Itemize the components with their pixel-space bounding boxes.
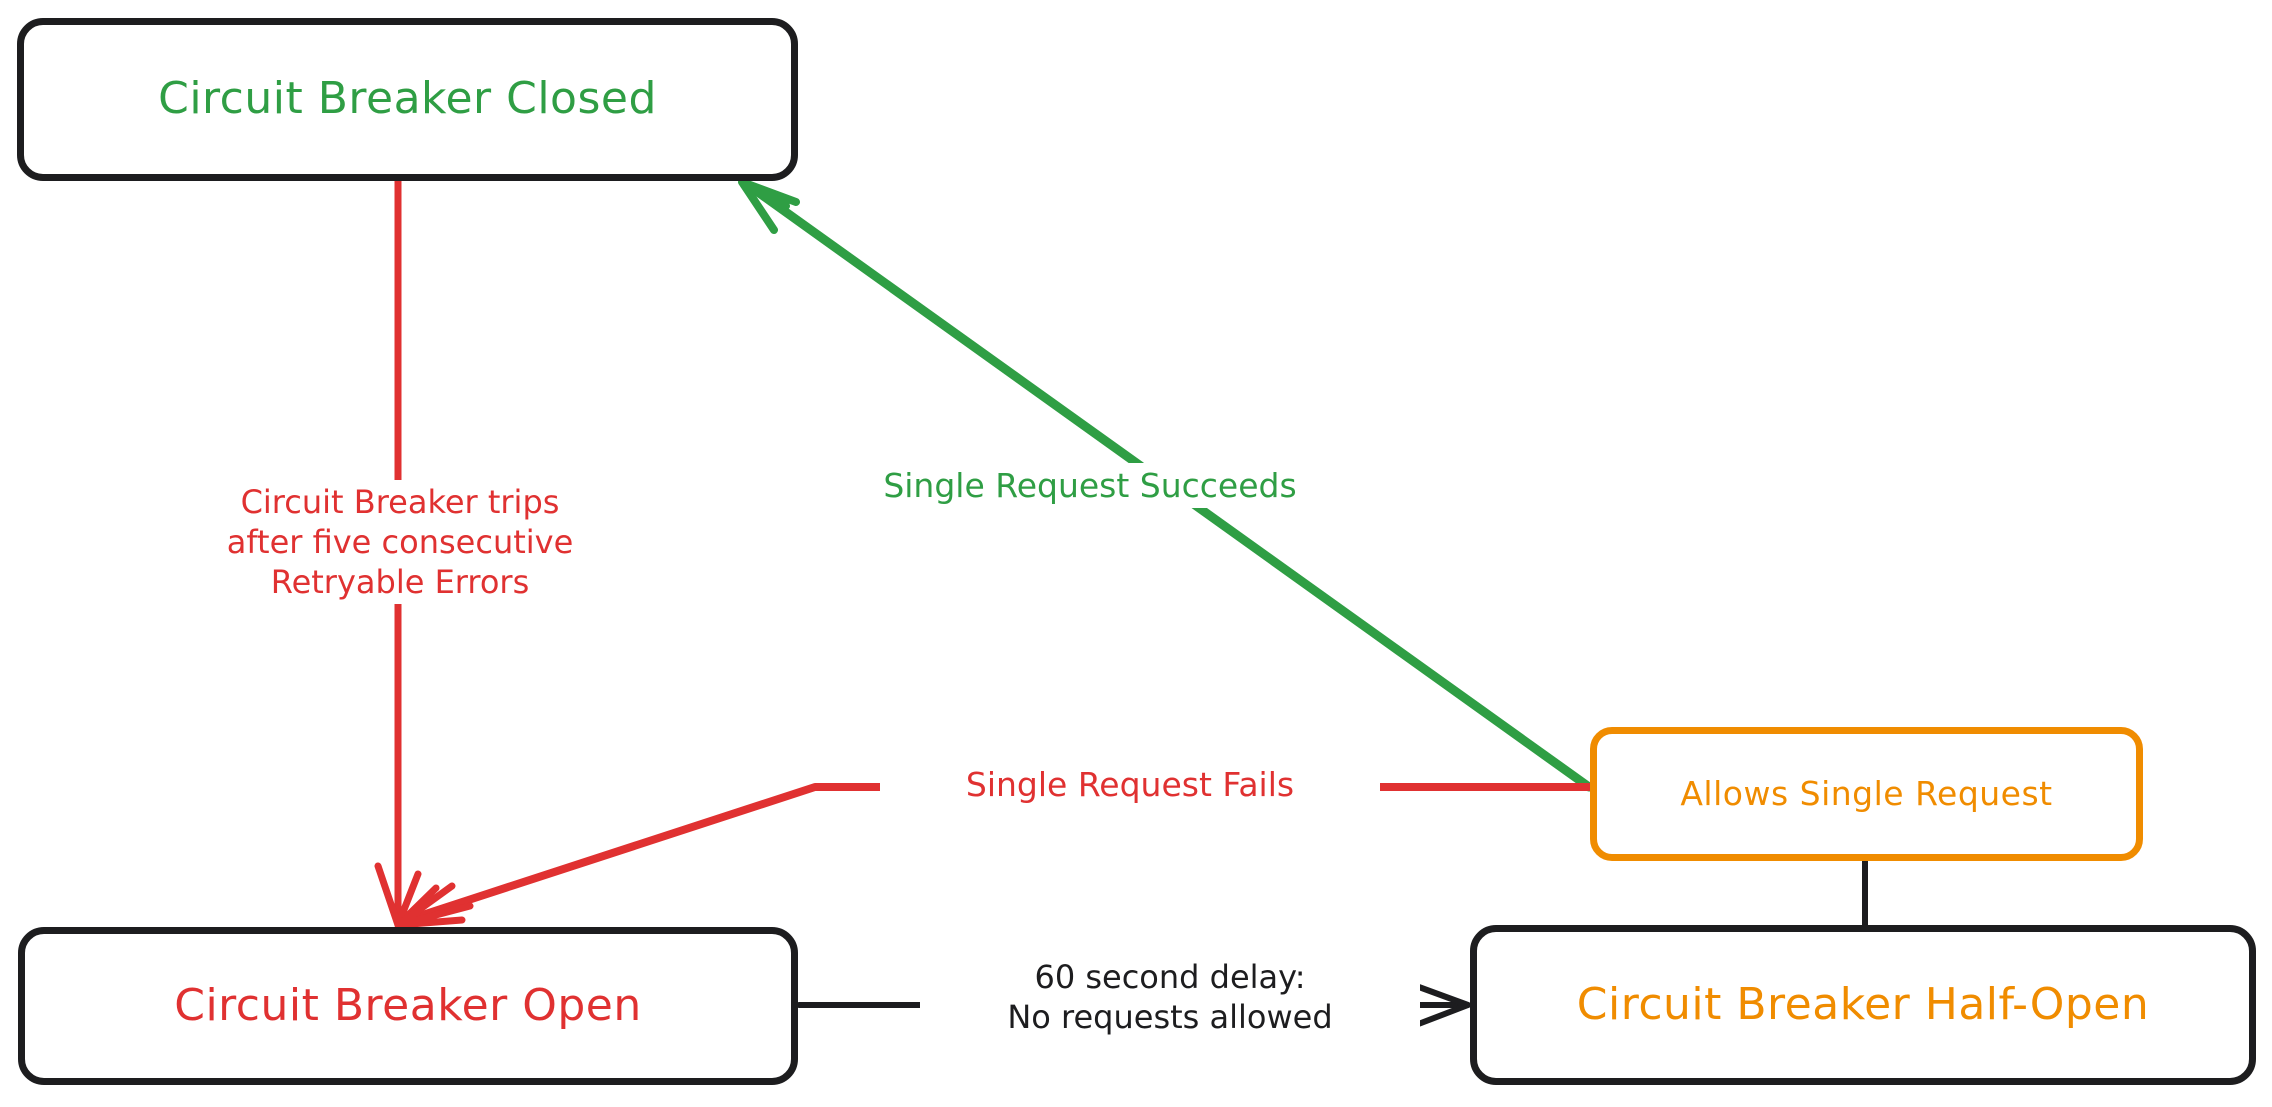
node-allows-label: Allows Single Request <box>1680 773 2053 813</box>
node-open-label: Circuit Breaker Open <box>174 979 642 1031</box>
edge-allows-to-open <box>394 783 1593 929</box>
node-closed-label: Circuit Breaker Closed <box>158 73 657 125</box>
node-circuit-breaker-open[interactable]: Circuit Breaker Open <box>18 927 798 1085</box>
node-half-open-label: Circuit Breaker Half-Open <box>1576 978 2150 1030</box>
edge-label-allows-to-open: Single Request Fails <box>880 762 1380 808</box>
node-allows-single-request[interactable]: Allows Single Request <box>1590 727 2143 861</box>
node-circuit-breaker-closed[interactable]: Circuit Breaker Closed <box>17 18 798 181</box>
edge-label-closed-to-open: Circuit Breaker trips after five consecu… <box>150 480 650 604</box>
node-circuit-breaker-half-open[interactable]: Circuit Breaker Half-Open <box>1470 925 2256 1085</box>
edge-label-allows-to-closed: Single Request Succeeds <box>810 463 1370 509</box>
edge-label-open-to-half-open: 60 second delay: No requests allowed <box>920 955 1420 1039</box>
